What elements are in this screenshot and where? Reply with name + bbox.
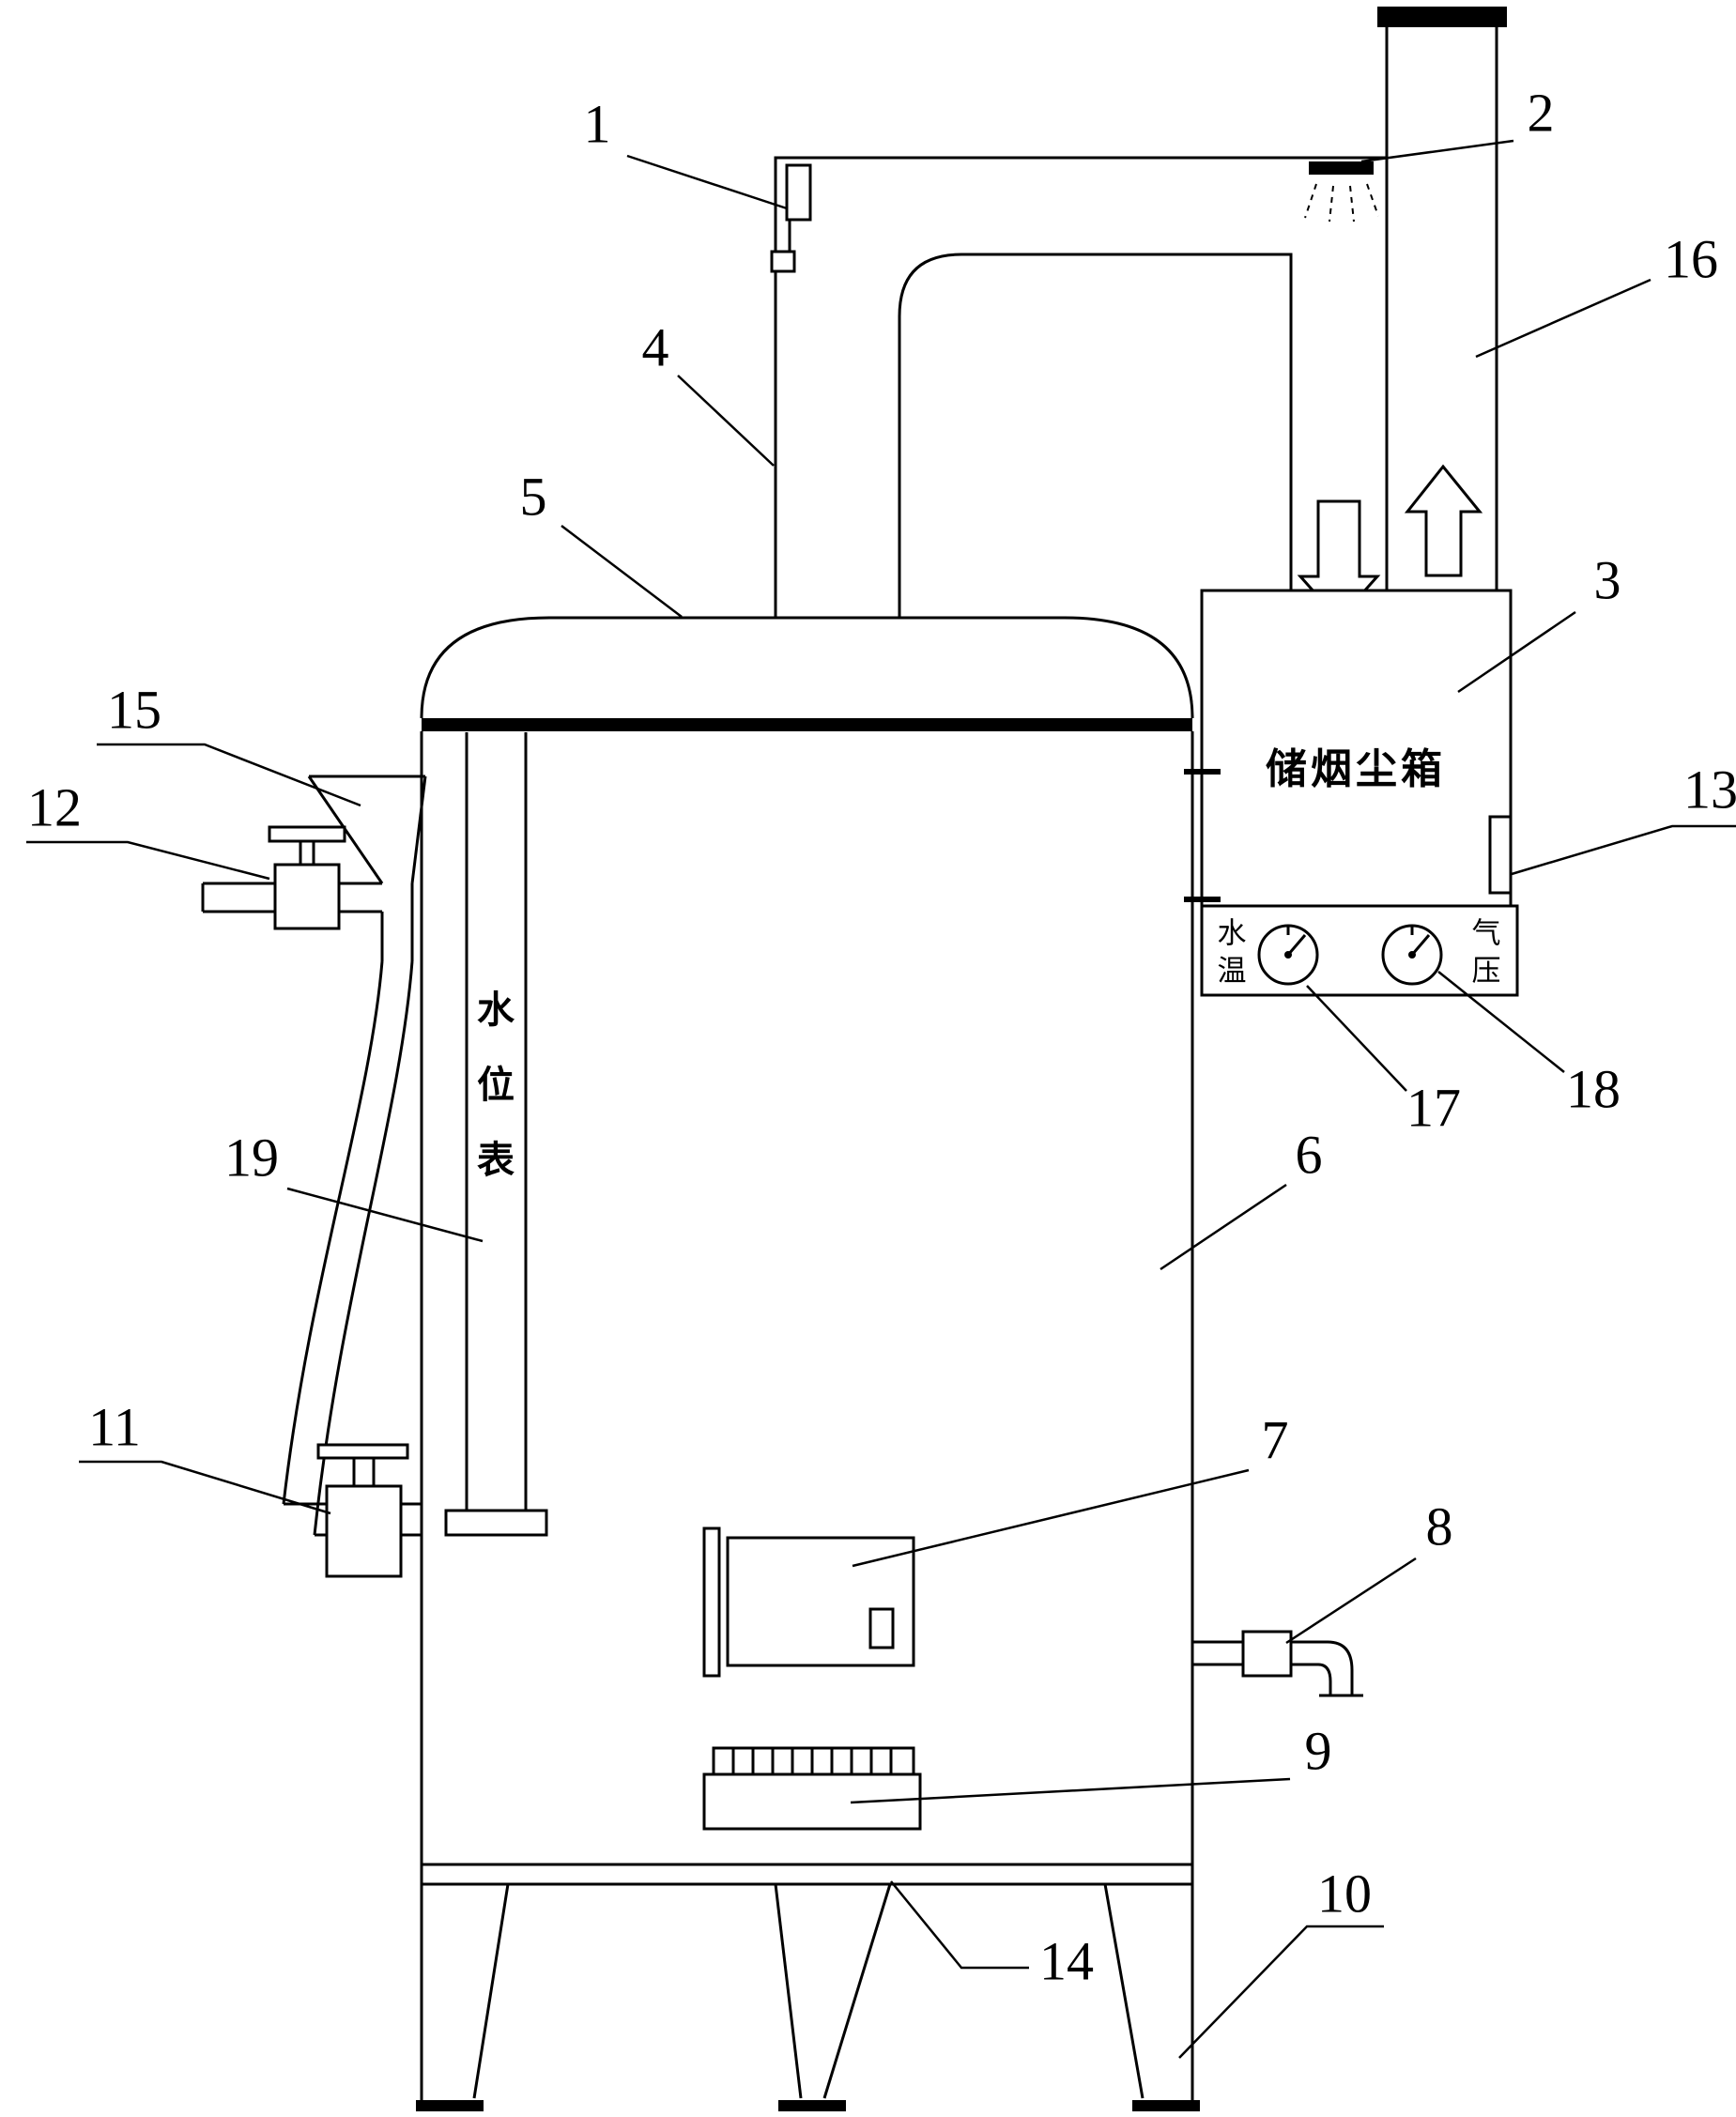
leader-9 <box>850 1777 1291 1804</box>
dome-weld-band <box>422 718 1192 731</box>
ref-label-15: 15 <box>107 679 161 740</box>
valve-stem <box>352 1454 376 1488</box>
water-temp-gauge <box>1257 924 1319 986</box>
right-foot-pad <box>1132 2100 1200 2111</box>
box-access-door <box>1488 815 1513 895</box>
leader-lines <box>26 139 1736 2059</box>
valve-body <box>325 1484 403 1578</box>
leader-6 <box>1160 1183 1287 1271</box>
leader-14 <box>890 1880 1029 1970</box>
leader-12 <box>26 840 270 881</box>
dome-outline <box>420 616 1194 719</box>
ash-grate <box>702 1746 922 1831</box>
valve-body <box>273 863 341 930</box>
ref-label-3: 3 <box>1594 549 1621 610</box>
ref-label-1: 1 <box>584 93 611 154</box>
dust-storage-box: 储烟尘箱 <box>1184 589 1513 908</box>
leader-7 <box>852 1468 1250 1568</box>
pressure-gauge <box>1381 924 1443 986</box>
nozzle-bar <box>1309 161 1374 175</box>
valve-handle <box>316 1443 409 1460</box>
water-temp-label-char1: 水 <box>1218 917 1247 951</box>
chimney <box>1377 7 1507 591</box>
ref-label-19: 19 <box>224 1127 279 1188</box>
gauge-base-flange <box>444 1509 548 1537</box>
chimney-cap <box>1377 7 1507 27</box>
leader-19 <box>286 1187 484 1243</box>
door-handle <box>868 1607 895 1649</box>
air-pressure-label-char2: 压 <box>1472 955 1501 989</box>
ref-label-16: 16 <box>1664 228 1718 289</box>
leader-1 <box>626 154 788 210</box>
water-level-label-char1: 水 <box>477 989 515 1032</box>
boiler-body <box>420 616 1194 2100</box>
leader-8 <box>1285 1557 1417 1645</box>
leader-5 <box>561 525 683 618</box>
valve-handle <box>268 825 346 843</box>
door-hinge-bar <box>702 1526 721 1678</box>
leader-15 <box>97 743 361 807</box>
support-legs <box>416 1883 1200 2111</box>
dust-box-label: 储烟尘箱 <box>1266 745 1446 793</box>
reference-numbers: 1 2 16 4 5 3 15 12 13 17 18 19 6 11 7 8 … <box>27 82 1736 1991</box>
ref-label-17: 17 <box>1406 1077 1461 1138</box>
ref-label-8: 8 <box>1426 1496 1453 1557</box>
ref-label-7: 7 <box>1262 1409 1289 1470</box>
up-flow-arrow <box>1404 464 1483 577</box>
inlet-valve-12 <box>201 825 382 930</box>
flue-duct <box>770 156 1387 618</box>
spray-nozzle <box>1304 161 1379 222</box>
leader-11 <box>79 1460 331 1515</box>
ref-label-2: 2 <box>1528 82 1555 143</box>
ref-label-13: 13 <box>1683 759 1736 820</box>
fire-door <box>702 1526 915 1678</box>
leader-2 <box>1360 139 1514 163</box>
duct-damper <box>785 163 812 222</box>
ref-label-12: 12 <box>27 776 82 837</box>
ref-label-11: 11 <box>88 1396 141 1457</box>
leader-4 <box>677 375 775 467</box>
outlet-flange <box>1241 1630 1293 1678</box>
ref-label-10: 10 <box>1317 1863 1372 1924</box>
ref-label-6: 6 <box>1296 1124 1323 1185</box>
drain-valve-11 <box>284 1443 422 1578</box>
leader-18 <box>1437 971 1565 1073</box>
air-pressure-label-char1: 气 <box>1472 917 1501 951</box>
ref-label-14: 14 <box>1039 1930 1094 1991</box>
ref-label-9: 9 <box>1305 1720 1332 1781</box>
water-temp-label-char2: 温 <box>1218 955 1247 989</box>
left-foot-pad <box>416 2100 484 2111</box>
leader-10 <box>1178 1925 1384 2059</box>
damper-block <box>770 250 796 273</box>
water-level-label-char3: 表 <box>477 1139 515 1182</box>
leader-17 <box>1306 985 1407 1092</box>
leader-13 <box>1511 824 1736 876</box>
leader-16 <box>1475 278 1652 359</box>
ref-label-5: 5 <box>520 466 547 527</box>
ref-label-18: 18 <box>1566 1058 1621 1119</box>
leader-3 <box>1457 610 1576 694</box>
gauge-panel: 水 温 气 压 <box>1200 904 1519 997</box>
ref-label-4: 4 <box>642 316 669 377</box>
outlet-pipe <box>1192 1630 1363 1697</box>
water-level-label-char2: 位 <box>477 1064 515 1107</box>
middle-foot-pad <box>778 2100 846 2111</box>
valve-stem <box>299 838 315 867</box>
water-level-gauge: 水 位 表 <box>444 732 548 1537</box>
